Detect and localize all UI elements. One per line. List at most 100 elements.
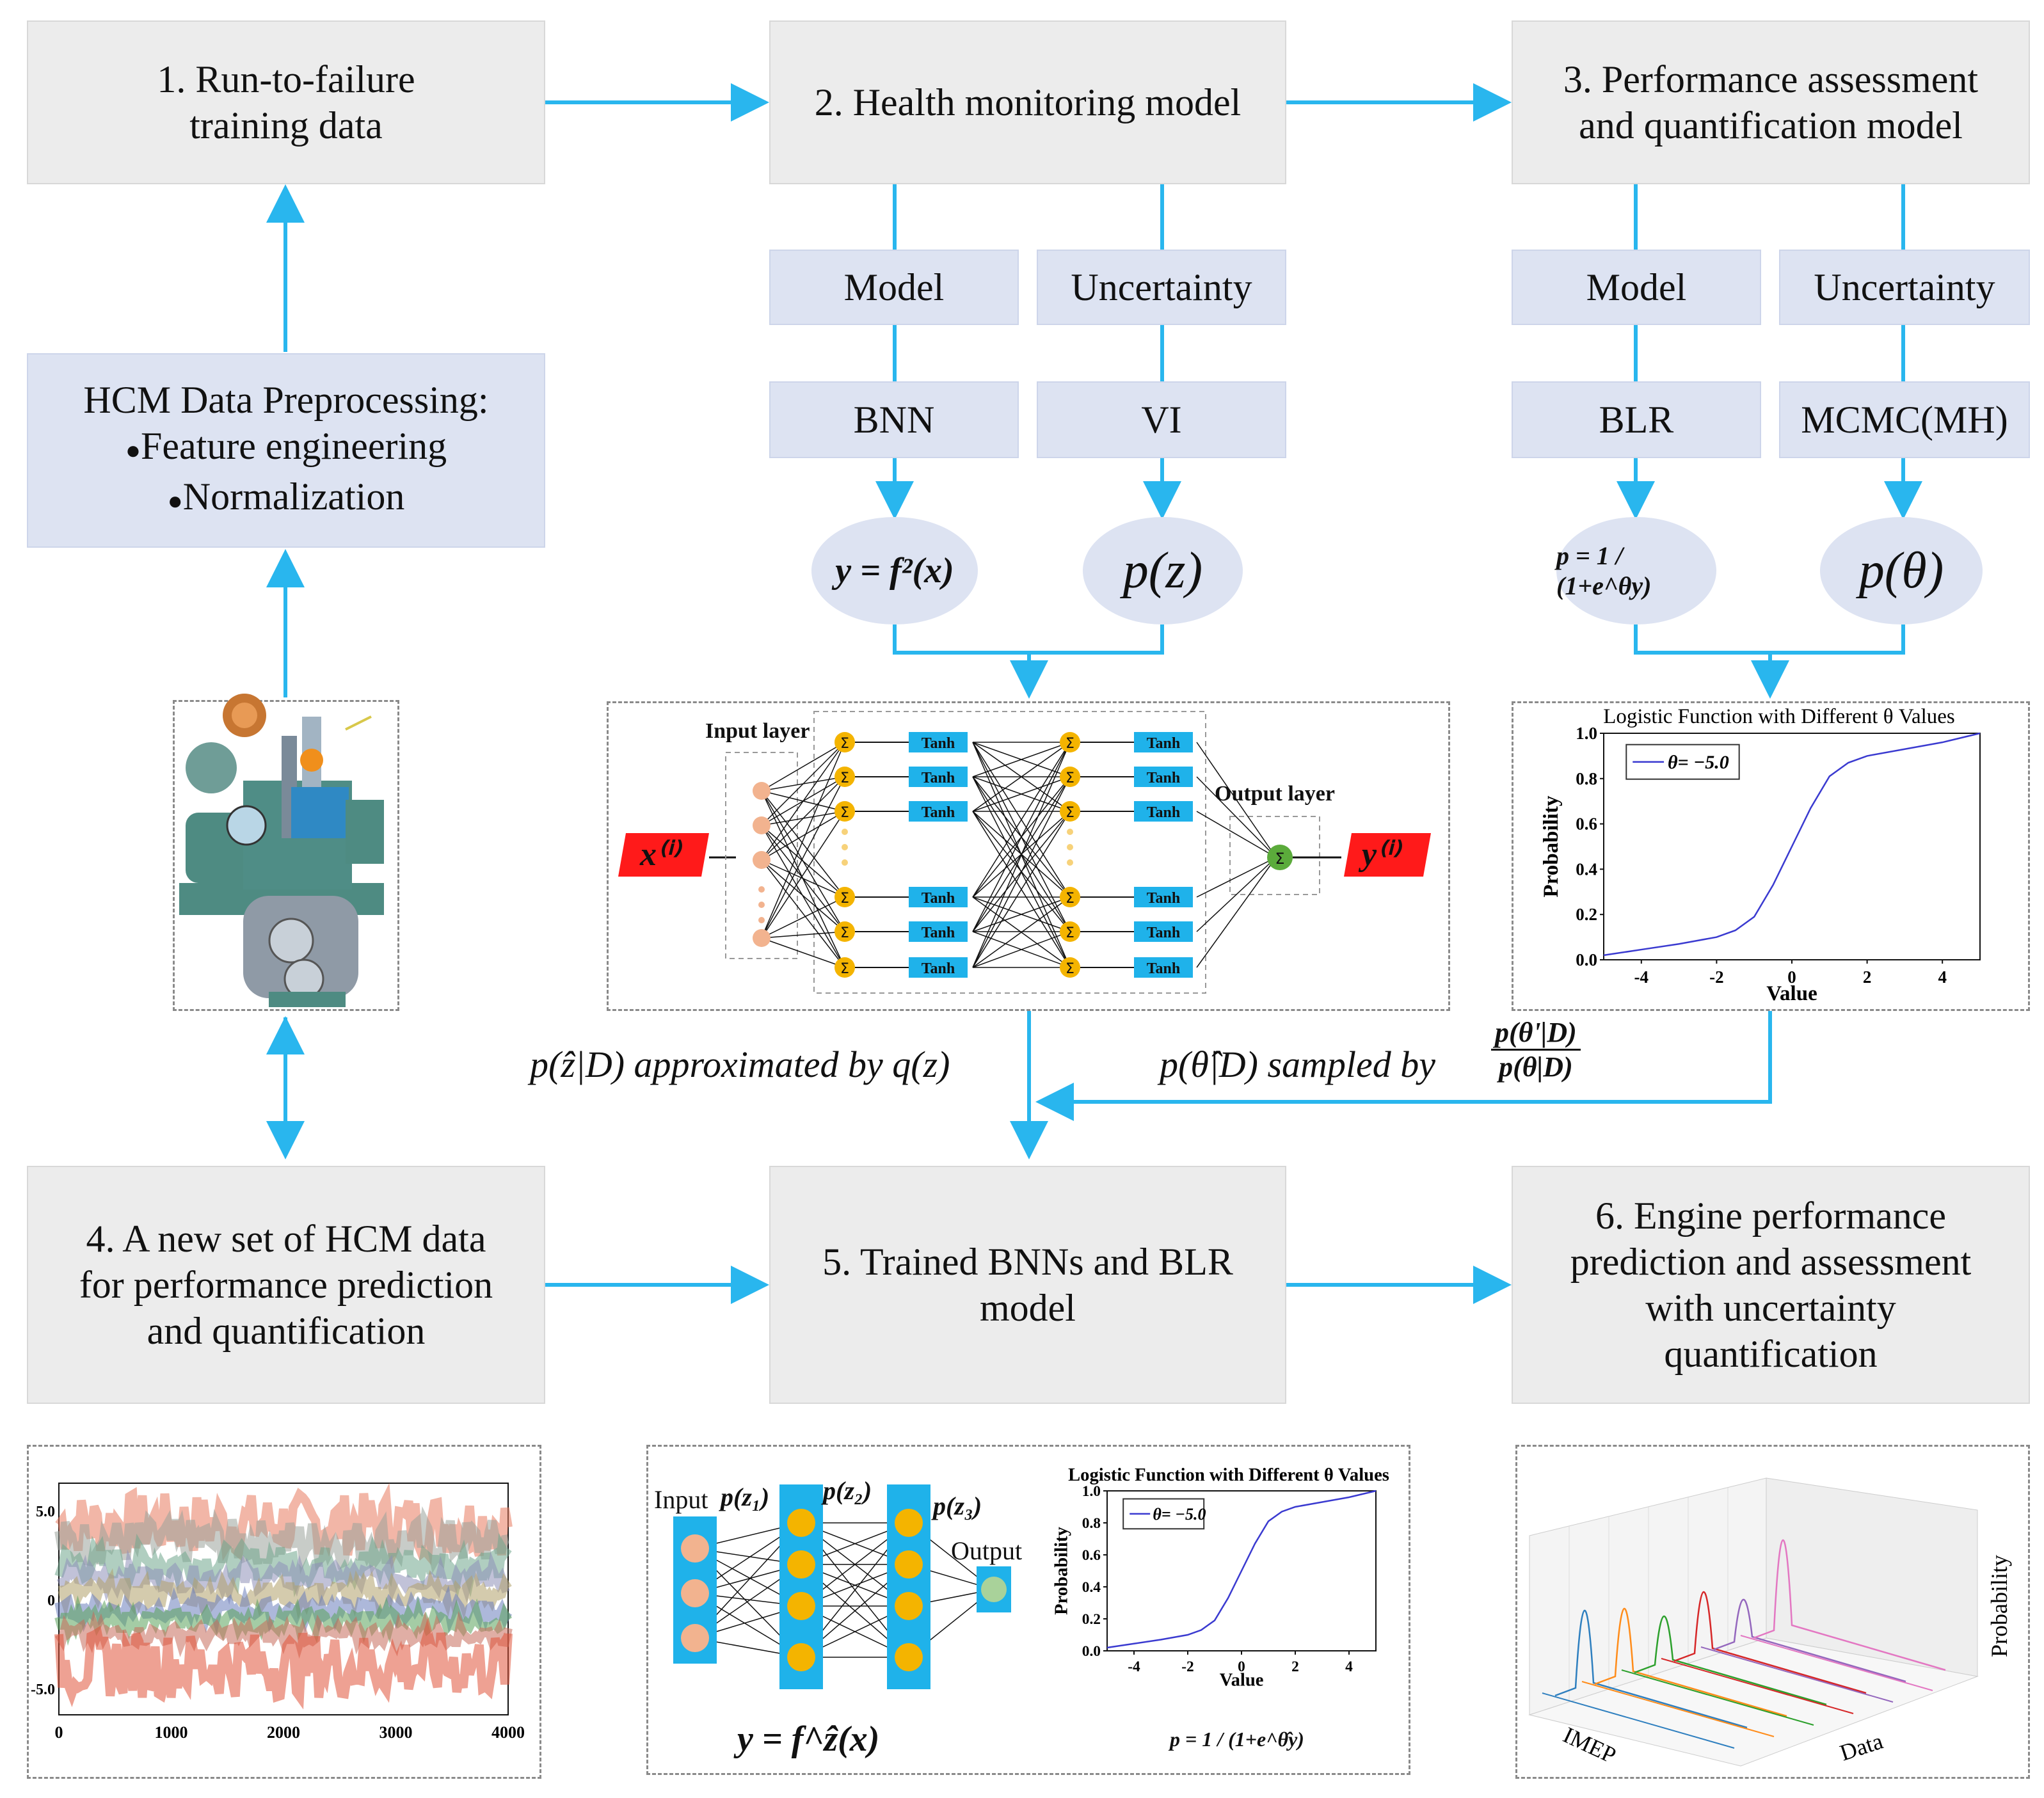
density3d-panel	[1515, 1445, 2030, 1779]
small-bnn-node	[787, 1592, 815, 1620]
chart-xtick: 2	[1863, 967, 1872, 987]
ts-series-band	[54, 1595, 513, 1646]
nn-output-layer-label: Output layer	[1215, 782, 1335, 806]
density-zlabel: Data	[1837, 1728, 1886, 1766]
nn-sigma-label: Σ	[840, 891, 849, 907]
nn-hidden-group	[813, 711, 1206, 994]
small-bnn-output-node	[981, 1577, 1007, 1602]
chart-xtick: -2	[1709, 967, 1724, 987]
nn-sigma-label: Σ	[840, 925, 849, 941]
nn-sigma-label: Σ	[1066, 736, 1074, 752]
nn-tanh-label: Tanh	[1147, 925, 1181, 941]
timeseries-panel	[27, 1445, 541, 1779]
nn-input-node	[753, 929, 770, 947]
nn-hidden-dot	[1067, 844, 1073, 850]
sub-model-right: Model	[1512, 250, 1761, 325]
chart-series-line	[1603, 732, 1981, 957]
label-ratio: p(θ'|D) p(θ|D)	[1491, 1016, 1581, 1083]
ts-xtick: 2000	[267, 1723, 300, 1742]
nn-tanh-box	[909, 732, 968, 752]
ratio-numerator: p(θ'|D)	[1491, 1016, 1581, 1051]
box-engine-prediction: 6. Engine performance prediction and ass…	[1512, 1166, 2030, 1404]
nn-tanh-label: Tanh	[922, 960, 955, 977]
chart-xtick: -2	[1181, 1659, 1194, 1675]
ellipse-pz: p(z)	[1083, 517, 1243, 625]
nn-input-layer-label: Input layer	[705, 719, 810, 743]
density-base-line	[1542, 1692, 1735, 1749]
density-curve	[1673, 1591, 1867, 1694]
sub-uncertainty-right: Uncertainty	[1779, 250, 2030, 325]
nn-tanh-label: Tanh	[1147, 960, 1181, 977]
nn-output-sigma: Σ	[1275, 850, 1284, 868]
sub-vi: VI	[1037, 381, 1286, 458]
density-base-line	[1700, 1646, 1894, 1703]
nn-input-node	[753, 782, 770, 800]
nn-sigma-node	[834, 887, 855, 907]
density-curve	[1713, 1598, 1906, 1683]
nn-tanh-label: Tanh	[1147, 890, 1181, 907]
nn-input-group	[725, 752, 798, 959]
nn-sigma-label: Σ	[1066, 770, 1074, 786]
chart-ytick: 0.8	[1576, 769, 1597, 788]
small-bnn-node	[895, 1643, 923, 1671]
nn-input-node	[753, 851, 770, 869]
nn-sigma-label: Σ	[840, 736, 849, 752]
density-ylabel: Probability	[1986, 1555, 2012, 1657]
ts-xtick: 1000	[155, 1723, 188, 1742]
nn-sigma-node	[834, 732, 855, 752]
engine-image-panel	[173, 700, 399, 1011]
nn-tanh-box	[909, 957, 968, 978]
sub-mcmc: MCMC(MH)	[1779, 381, 2030, 458]
ts-xtick: 0	[55, 1723, 63, 1742]
nn-tanh-box	[909, 921, 968, 942]
box-health-monitoring: 2. Health monitoring model	[769, 20, 1286, 184]
nn-sigma-label: Σ	[1066, 891, 1074, 907]
nn-output-y-label: y⁽ⁱ⁾	[1358, 836, 1403, 873]
nn-tanh-box	[1134, 957, 1193, 978]
nn-tanh-label: Tanh	[922, 925, 955, 941]
ts-series-band	[55, 1483, 513, 1570]
nn-tanh-label: Tanh	[1147, 735, 1181, 752]
sub-model-left: Model	[769, 250, 1019, 325]
nn-hidden-dot	[842, 829, 848, 835]
chart-ytick: 0.4	[1082, 1579, 1101, 1596]
ts-xtick: 3000	[379, 1723, 413, 1742]
chart-ytick: 0.8	[1082, 1515, 1101, 1532]
density-base-line	[1581, 1681, 1775, 1737]
chart-xtick: 4	[1938, 967, 1947, 987]
small-bnn-pz2: p(z₂)	[823, 1476, 872, 1505]
chart-ytick: 1.0	[1082, 1483, 1101, 1500]
nn-hidden-dot	[1067, 859, 1073, 866]
chart-xtick: 4	[1345, 1659, 1353, 1675]
nn-sigma-node	[1060, 732, 1080, 752]
nn-sigma-node	[834, 767, 855, 787]
nn-tanh-box	[1134, 767, 1193, 787]
small-bnn-input-label: Input	[654, 1485, 708, 1514]
nn-input-x	[618, 833, 709, 877]
nn-sigma-node	[834, 801, 855, 822]
box-trained-models: 5. Trained BNNs and BLR model	[769, 1166, 1286, 1404]
chart-ytick: 0.2	[1576, 905, 1597, 924]
nn-tanh-label: Tanh	[1147, 770, 1181, 786]
nn-input-dot	[758, 902, 765, 908]
ts-xtick: 4000	[491, 1723, 525, 1742]
ts-ytick: 5.0	[36, 1504, 55, 1520]
label-sampled: p(θ̂|D) sampled by	[1160, 1044, 1436, 1085]
box-new-hcm-data: 4. A new set of HCM data for performance…	[27, 1166, 545, 1404]
nn-tanh-box	[1134, 801, 1193, 822]
ellipse-y-fx: y = f²(x)	[811, 517, 978, 625]
small-bnn-output-label: Output	[951, 1536, 1023, 1565]
chart-series-line	[1106, 1490, 1377, 1649]
nn-tanh-box	[909, 887, 968, 907]
nn-sigma-label: Σ	[840, 805, 849, 821]
ellipse-logistic: p = 1 / (1+e^θy)	[1556, 517, 1716, 625]
chart-ytick: 0.0	[1576, 950, 1597, 969]
preprocessing-item-normalization: ●Normalization	[167, 475, 405, 518]
nn-tanh-box	[1134, 732, 1193, 752]
density-curve	[1753, 1539, 1946, 1671]
nn-sigma-node	[834, 957, 855, 978]
small-bnn-node	[895, 1550, 923, 1579]
density-curve	[1554, 1609, 1748, 1729]
ts-series-band	[54, 1616, 513, 1710]
